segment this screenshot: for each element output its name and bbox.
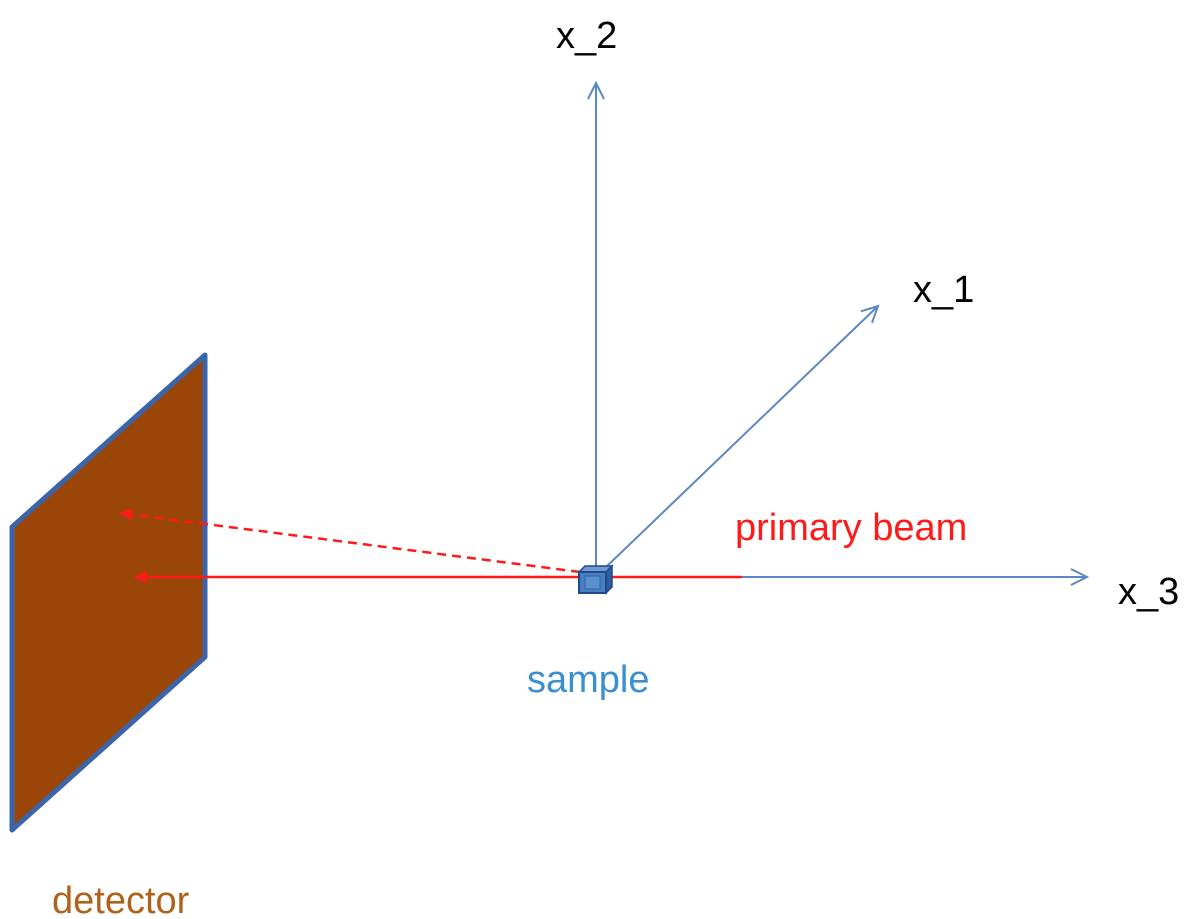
scattered-beam-arrow: [119, 508, 581, 574]
sample-cube: [577, 564, 614, 595]
detector-plate: [9, 352, 208, 833]
x3-axis-label: x_3: [1118, 571, 1179, 613]
x1-axis-label: x_1: [913, 269, 974, 311]
detector-label: detector: [52, 880, 190, 919]
x2-axis-label: x_2: [556, 15, 617, 57]
x1-axis-arrow: [604, 306, 878, 569]
sample-label: sample: [527, 659, 650, 701]
primary-beam-label: primary beam: [735, 507, 967, 549]
